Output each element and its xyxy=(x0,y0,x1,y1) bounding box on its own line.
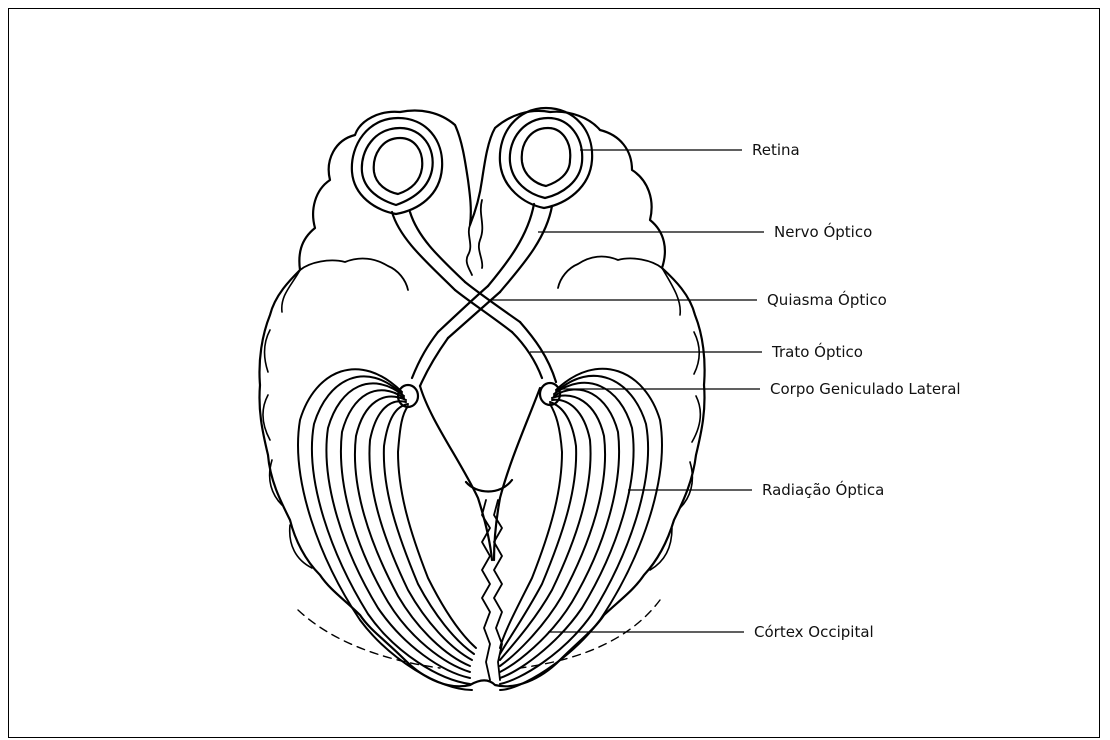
label-lgn: Corpo Geniculado Lateral xyxy=(770,380,961,398)
left-eye-inner xyxy=(374,138,423,194)
label-optic-chiasm: Quiasma Óptico xyxy=(767,290,887,309)
midbrain-outline-right xyxy=(494,388,540,560)
frontal-fissure xyxy=(467,225,472,275)
label-optic-tract: Trato Óptico xyxy=(771,342,863,361)
right-eye-outer xyxy=(500,108,592,208)
left-frontal-inner xyxy=(300,259,408,290)
midbrain-outline xyxy=(420,386,492,560)
label-optic-radiation: Radiação Óptica xyxy=(762,480,884,499)
label-retina: Retina xyxy=(752,141,800,159)
left-eye-outer xyxy=(352,118,442,214)
right-optic-radiation xyxy=(500,369,662,690)
right-optic-nerve xyxy=(488,204,552,292)
right-frontal-inner xyxy=(558,257,662,288)
left-optic-tract xyxy=(412,332,448,386)
label-optic-nerve: Nervo Óptico xyxy=(774,222,872,241)
frontal-fissure-2 xyxy=(479,200,482,268)
label-occipital-cortex: Córtex Occipital xyxy=(754,623,874,641)
optic-chiasm-crossing xyxy=(438,282,520,338)
right-eye-inner xyxy=(522,128,571,186)
